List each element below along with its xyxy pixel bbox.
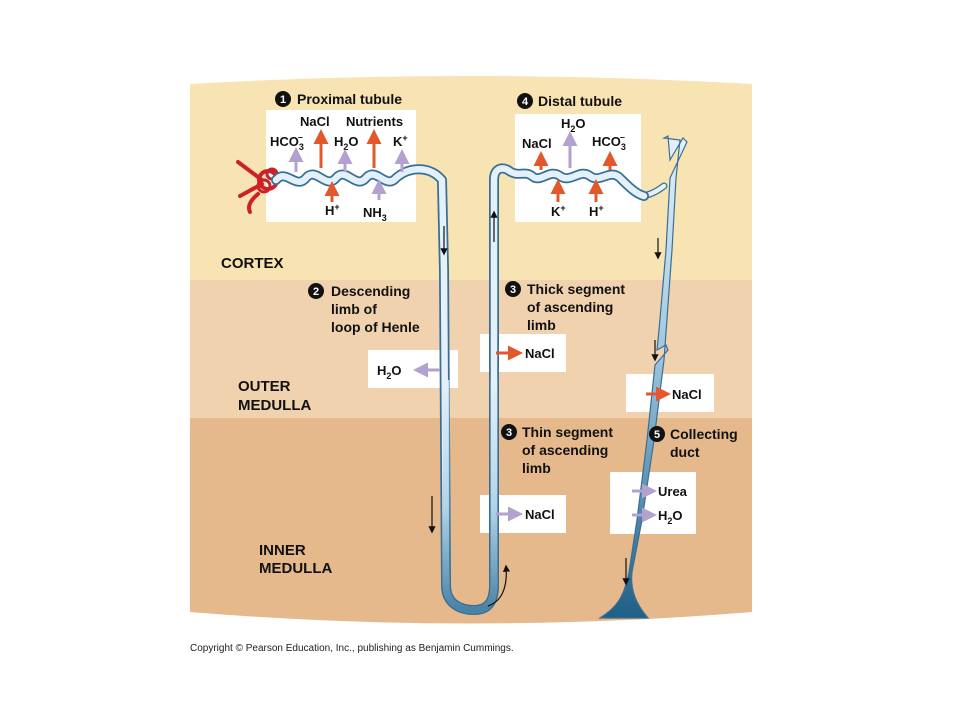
descending-h2o-label: H2O [377, 363, 402, 381]
nephron-tubule [271, 163, 649, 615]
thick-nacl-label: NaCl [525, 346, 555, 361]
step-4-number: 4 [522, 96, 529, 108]
step-3-thick-badge [505, 281, 521, 297]
outer-medulla-label-1: OUTER [238, 378, 291, 395]
collecting-duct-title-2: duct [670, 444, 700, 460]
copyright-notice: Copyright © Pearson Education, Inc., pub… [190, 643, 514, 654]
descending-limb-title-3: loop of Henle [331, 319, 420, 335]
proximal-nutrients-label: Nutrients [346, 114, 403, 129]
inner-medulla-label-1: INNER [259, 542, 306, 559]
proximal-transport-arrows [288, 129, 410, 202]
step-5-badge [649, 426, 665, 442]
proximal-k-label: K+ [393, 133, 408, 149]
collecting-nacl-label: NaCl [672, 387, 702, 402]
step-1-badge [275, 91, 291, 107]
step-3-thick-number: 3 [510, 284, 516, 296]
step-4-badge [517, 93, 533, 109]
descending-limb-title-1: Descending [331, 283, 410, 299]
step-5-number: 5 [654, 429, 660, 441]
collecting-urea-label: Urea [658, 484, 688, 499]
proximal-h2o-label: H2O [334, 134, 359, 152]
outer-medulla-label-2: MEDULLA [238, 397, 311, 414]
step-1-number: 1 [280, 94, 286, 106]
collecting-urea-water-box [610, 472, 696, 534]
thin-segment-title-1: Thin segment [522, 424, 613, 440]
distal-tubule-title: Distal tubule [538, 93, 622, 109]
proximal-nh3-label: NH3 [363, 205, 387, 223]
distal-nacl-label: NaCl [522, 136, 552, 151]
thin-nacl-label: NaCl [525, 507, 555, 522]
thick-segment-title-1: Thick segment [527, 281, 625, 297]
step-3-thin-badge [501, 424, 517, 440]
proximal-nacl-label: NaCl [300, 114, 330, 129]
distal-transport-arrows [533, 131, 618, 202]
step-3-thin-number: 3 [506, 427, 512, 439]
cortex-label: CORTEX [221, 255, 284, 272]
distal-h-label: H+ [589, 203, 604, 219]
descending-limb-title-2: limb of [331, 301, 377, 317]
distal-h2o-label: H2O [561, 116, 586, 134]
distal-hco3-label: HCO3– [592, 132, 626, 152]
thick-segment-title-3: limb [527, 317, 556, 333]
proximal-h-label: H+ [325, 202, 340, 218]
proximal-tubule-title: Proximal tubule [297, 91, 402, 107]
step-2-number: 2 [313, 286, 319, 298]
step-2-badge [308, 283, 324, 299]
distal-k-label: K+ [551, 203, 566, 219]
thin-segment-title-2: of ascending [522, 442, 608, 458]
flow-direction-arrows [428, 210, 662, 607]
inner-medulla-label-2: MEDULLA [259, 560, 332, 577]
thick-segment-title-2: of ascending [527, 299, 613, 315]
collecting-h2o-label: H2O [658, 508, 683, 526]
thin-segment-title-3: limb [522, 460, 551, 476]
proximal-exchange-box [266, 110, 416, 222]
distal-exchange-box [515, 114, 641, 222]
collecting-duct-title-1: Collecting [670, 426, 738, 442]
